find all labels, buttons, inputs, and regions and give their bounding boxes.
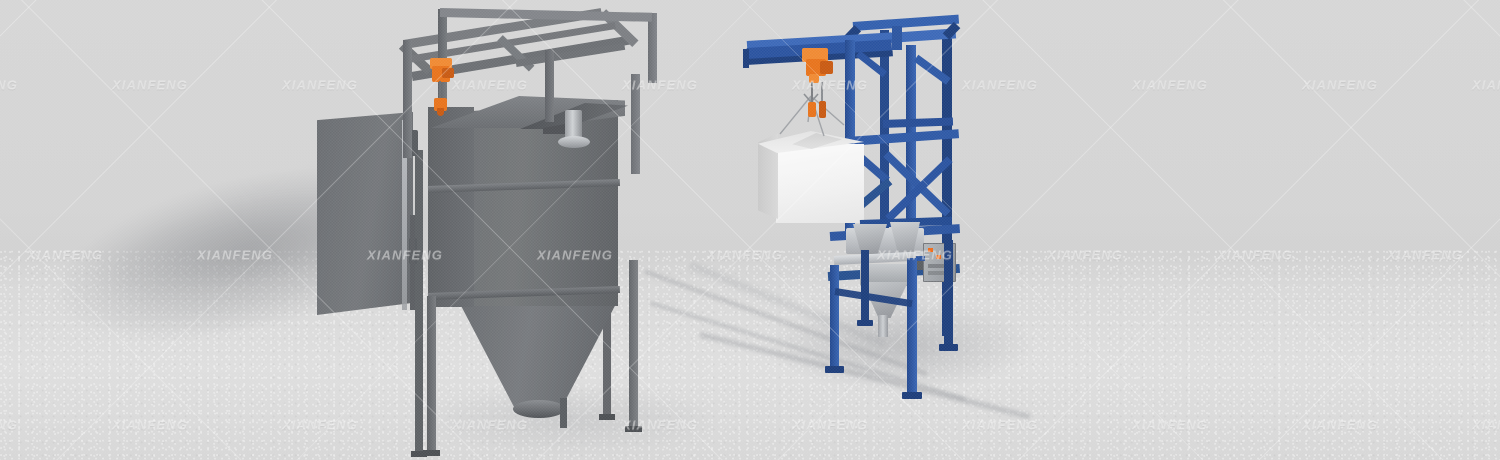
left-leg-front-right [629, 260, 638, 430]
floor-plane [0, 255, 1500, 460]
stainless-discharge-spout [878, 315, 888, 337]
left-inspection-port[interactable] [565, 110, 582, 140]
right-hoist-chain-guide [809, 74, 819, 83]
blue-foot-rear-left [857, 320, 873, 326]
right-hoist-pendant [819, 101, 826, 118]
left-foot-front-right [625, 426, 642, 432]
left-leg-front-left [427, 296, 436, 454]
left-gantry-column-rear-right [648, 13, 657, 83]
control-panel-button-row[interactable] [928, 264, 950, 268]
left-hoist-motor [442, 68, 454, 78]
blue-leg-rear-left [861, 250, 869, 325]
bulk-bag-front-face [776, 144, 864, 223]
left-door-edge-highlight [402, 120, 407, 310]
control-panel-indicator-power[interactable] [928, 248, 933, 252]
left-leg-rear-left [415, 150, 423, 455]
floor-speckle-texture [0, 250, 1500, 460]
left-hopper-side-face [428, 107, 474, 307]
bulk-bag [758, 131, 864, 223]
right-hoist-trolley [802, 48, 828, 62]
left-machine [0, 0, 700, 460]
left-gantry-column-front-left [403, 40, 412, 158]
right-hoist-hook-block [808, 102, 816, 117]
left-discharge-cone [458, 300, 618, 410]
blue-foot-front-right [902, 392, 922, 399]
left-gantry-column-front-right [631, 74, 640, 174]
left-ladder-rail [410, 215, 415, 310]
left-gantry-center-post [545, 50, 554, 122]
left-hoist-trolley [430, 58, 452, 69]
right-hoist-motor [820, 61, 833, 74]
left-hoist-hook [437, 108, 444, 116]
left-foot-rear-left [411, 451, 427, 457]
bulk-bag-left-face [758, 133, 778, 219]
left-access-door-hinge-top[interactable] [410, 130, 418, 156]
blue-foot-rear-right [939, 344, 958, 351]
left-hoist-chain [439, 81, 441, 100]
blue-column-rear-right [942, 36, 952, 336]
control-panel-indicator-run[interactable] [936, 255, 941, 259]
right-hoist-chain-right [821, 82, 823, 104]
blue-leg-front-left [830, 265, 839, 372]
control-panel-button-row-2[interactable] [928, 271, 950, 275]
left-foot-front-left [423, 450, 440, 456]
blue-column-front-right [906, 45, 916, 241]
left-hoist-assembly[interactable] [428, 58, 462, 116]
left-hopper-shadow-pool [420, 385, 720, 455]
right-machine [720, 0, 1040, 460]
right-hoist-assembly[interactable] [800, 48, 840, 118]
blue-frame-shadow-pool [770, 300, 1030, 390]
right-hoist-chain-left [811, 82, 813, 104]
left-port-bracket [543, 124, 565, 134]
left-leg-mid-support [560, 398, 567, 428]
left-hoist-hook-block [434, 98, 447, 111]
blue-foot-front-left [825, 366, 844, 373]
left-cone-outlet [513, 400, 565, 418]
left-access-door-panel [317, 112, 413, 315]
control-panel-mount-arm [916, 256, 925, 261]
blue-top-center-beam [892, 26, 902, 50]
blue-leg-front-right [907, 258, 917, 398]
blue-leg-rear-right [944, 240, 953, 350]
stainless-feeder-lower-body [860, 264, 912, 286]
left-foot-rear-right [599, 414, 615, 420]
left-inspection-port-flange [558, 136, 590, 148]
blue-jib-end-cap [743, 49, 749, 68]
left-gantry-column-rear-left [438, 9, 447, 104]
